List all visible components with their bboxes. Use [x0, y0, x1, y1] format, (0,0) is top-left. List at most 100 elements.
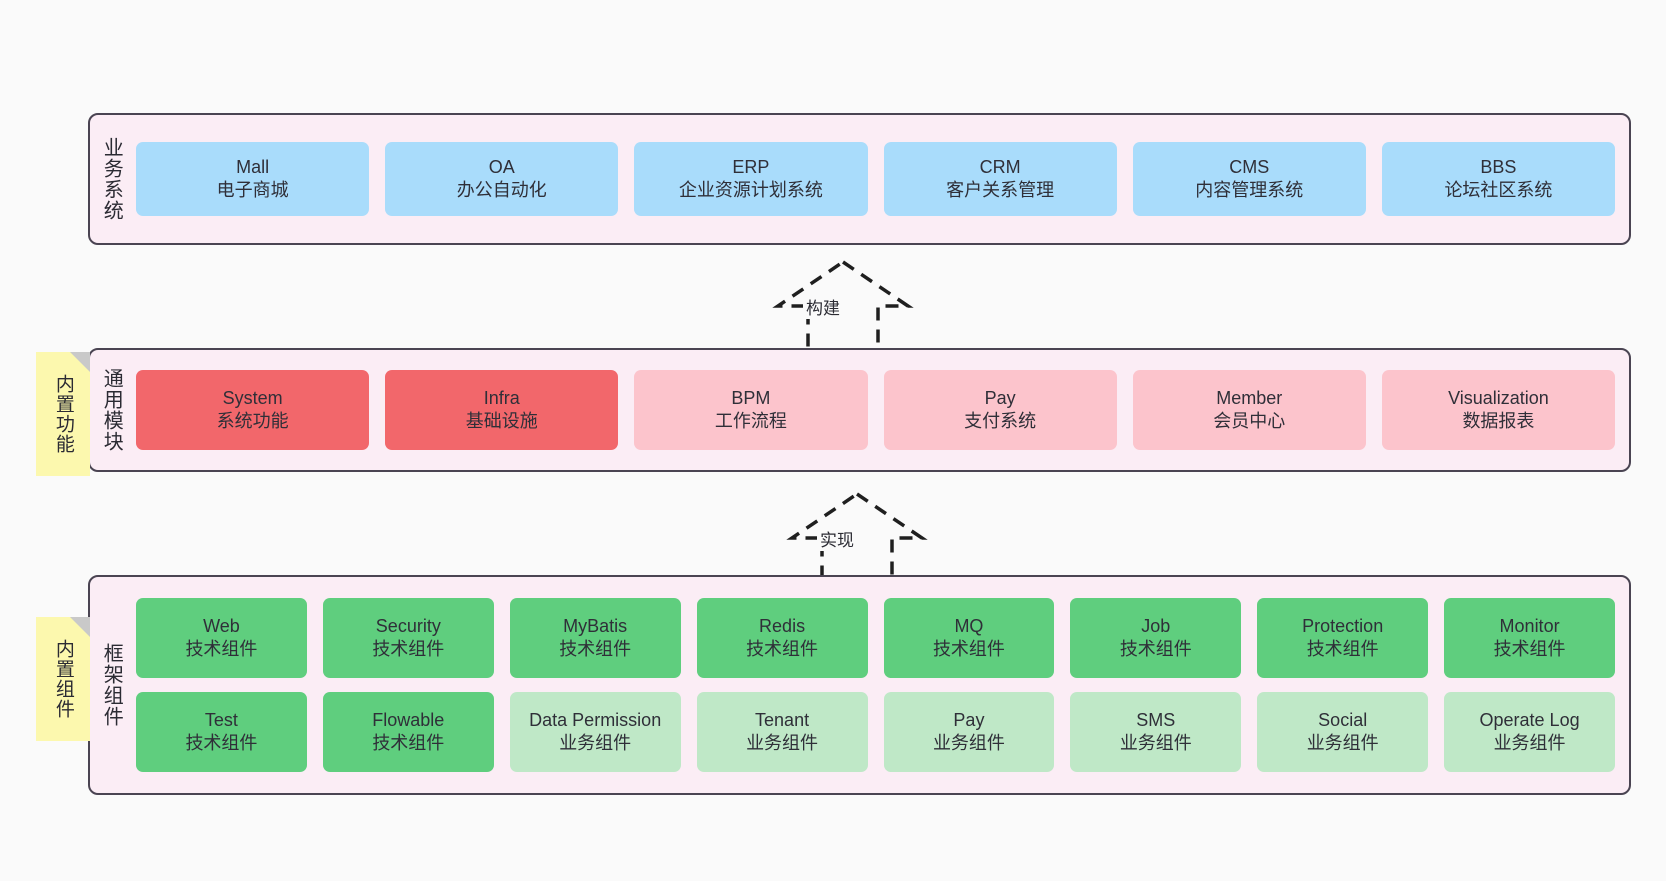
card-title: Web — [203, 615, 240, 636]
arrow-label-implement: 实现 — [817, 526, 857, 551]
card-social[interactable]: Social 业务组件 — [1257, 692, 1429, 772]
card-tenant[interactable]: Tenant 业务组件 — [696, 692, 868, 772]
card-cms[interactable]: CMS 内容管理系统 — [1132, 142, 1366, 216]
layer-title-common: 通用模块 — [100, 368, 123, 452]
card-title: Redis — [759, 615, 806, 636]
card-subtitle: 业务组件 — [1493, 733, 1566, 753]
card-data-permission[interactable]: Data Permission 业务组件 — [509, 692, 681, 772]
card-subtitle: 数据报表 — [1462, 411, 1535, 431]
card-subtitle: 内容管理系统 — [1195, 180, 1304, 200]
card-bbs[interactable]: BBS 论坛社区系统 — [1381, 142, 1616, 216]
layer-title-framework: 框架组件 — [100, 643, 123, 727]
layer-framework-component: 框架组件 Web 技术组件 Security 技术组件 MyBatis 技术组件… — [88, 575, 1631, 795]
card-mybatis[interactable]: MyBatis 技术组件 — [509, 598, 681, 678]
card-title: MyBatis — [563, 615, 628, 636]
card-subtitle: 系统功能 — [216, 411, 289, 431]
card-security[interactable]: Security 技术组件 — [322, 598, 494, 678]
card-title: Operate Log — [1479, 709, 1580, 730]
card-title: Test — [204, 709, 238, 730]
card-subtitle: 技术组件 — [185, 639, 258, 659]
card-web[interactable]: Web 技术组件 — [136, 598, 307, 678]
card-mq[interactable]: MQ 技术组件 — [883, 598, 1055, 678]
card-title: Pay — [953, 709, 985, 730]
card-title: Tenant — [755, 709, 810, 730]
card-title: CMS — [1229, 156, 1270, 177]
card-operate-log[interactable]: Operate Log 业务组件 — [1444, 692, 1615, 772]
card-sms[interactable]: SMS 业务组件 — [1070, 692, 1242, 772]
card-title: Protection — [1302, 615, 1384, 636]
card-title: Monitor — [1499, 615, 1560, 636]
card-monitor[interactable]: Monitor 技术组件 — [1444, 598, 1615, 678]
card-erp[interactable]: ERP 企业资源计划系统 — [634, 142, 868, 216]
card-system[interactable]: System 系统功能 — [136, 370, 370, 450]
card-subtitle: 论坛社区系统 — [1444, 180, 1553, 200]
note-builtin-function: 内置功能 — [36, 352, 90, 476]
generalization-arrow-implement: 实现 — [772, 490, 942, 592]
card-subtitle: 技术组件 — [185, 733, 258, 753]
card-mall[interactable]: Mall 电子商城 — [136, 142, 370, 216]
layer-business-system: 业务系统 Mall 电子商城 OA 办公自动化 ERP 企业资源计划系统 CRM… — [88, 113, 1631, 245]
card-redis[interactable]: Redis 技术组件 — [696, 598, 868, 678]
arrow-label-build: 构建 — [803, 294, 843, 319]
card-subtitle: 会员中心 — [1213, 411, 1286, 431]
layer-common-module: 通用模块 System 系统功能 Infra 基础设施 BPM 工作流程 Pay… — [88, 348, 1631, 472]
card-subtitle: 客户关系管理 — [946, 180, 1055, 200]
card-row: Web 技术组件 Security 技术组件 MyBatis 技术组件 Redi… — [136, 598, 1615, 678]
card-subtitle: 技术组件 — [746, 639, 819, 659]
card-title: BPM — [731, 387, 771, 408]
card-subtitle: 技术组件 — [932, 639, 1005, 659]
card-subtitle: 技术组件 — [372, 733, 445, 753]
layer-body-business: Mall 电子商城 OA 办公自动化 ERP 企业资源计划系统 CRM 客户关系… — [132, 115, 1629, 243]
card-row: Test 技术组件 Flowable 技术组件 Data Permission … — [136, 692, 1615, 772]
card-title: ERP — [732, 156, 770, 177]
card-title: Mall — [236, 156, 270, 177]
card-subtitle: 业务组件 — [746, 733, 819, 753]
card-title: Security — [375, 615, 441, 636]
card-crm[interactable]: CRM 客户关系管理 — [883, 142, 1117, 216]
card-pay[interactable]: Pay 支付系统 — [883, 370, 1117, 450]
card-title: Job — [1141, 615, 1171, 636]
card-subtitle: 电子商城 — [216, 180, 289, 200]
card-member[interactable]: Member 会员中心 — [1132, 370, 1366, 450]
card-subtitle: 业务组件 — [1306, 733, 1379, 753]
card-title: CRM — [979, 156, 1021, 177]
card-oa[interactable]: OA 办公自动化 — [385, 142, 619, 216]
card-protection[interactable]: Protection 技术组件 — [1257, 598, 1429, 678]
card-title: Member — [1216, 387, 1283, 408]
card-title: MQ — [954, 615, 984, 636]
card-infra[interactable]: Infra 基础设施 — [385, 370, 619, 450]
card-subtitle: 技术组件 — [559, 639, 632, 659]
card-title: Infra — [483, 387, 520, 408]
card-subtitle: 企业资源计划系统 — [678, 180, 823, 200]
card-flowable[interactable]: Flowable 技术组件 — [322, 692, 494, 772]
card-visualization[interactable]: Visualization 数据报表 — [1381, 370, 1616, 450]
card-job[interactable]: Job 技术组件 — [1070, 598, 1242, 678]
note-label: 内置组件 — [52, 639, 74, 719]
card-subtitle: 技术组件 — [1306, 639, 1379, 659]
card-title: SMS — [1136, 709, 1176, 730]
card-test[interactable]: Test 技术组件 — [136, 692, 307, 772]
page-fold-icon — [70, 352, 90, 372]
card-title: Visualization — [1448, 387, 1549, 408]
generalization-arrow-build: 构建 — [758, 258, 928, 360]
card-subtitle: 技术组件 — [1493, 639, 1566, 659]
card-row: System 系统功能 Infra 基础设施 BPM 工作流程 Pay 支付系统… — [136, 370, 1616, 450]
card-subtitle: 业务组件 — [559, 733, 632, 753]
card-subtitle: 办公自动化 — [456, 180, 547, 200]
layer-title-business: 业务系统 — [100, 137, 123, 221]
card-subtitle: 技术组件 — [372, 639, 445, 659]
arrow-outline — [772, 259, 914, 360]
page-fold-icon — [70, 617, 90, 637]
layer-body-common: System 系统功能 Infra 基础设施 BPM 工作流程 Pay 支付系统… — [132, 350, 1629, 470]
card-subtitle: 支付系统 — [964, 411, 1037, 431]
card-title: OA — [488, 156, 515, 177]
card-title: Flowable — [372, 709, 445, 730]
card-subtitle: 工作流程 — [714, 411, 787, 431]
card-title: Data Permission — [529, 709, 662, 730]
note-label: 内置功能 — [52, 374, 74, 454]
card-bpm[interactable]: BPM 工作流程 — [634, 370, 868, 450]
card-pay-business[interactable]: Pay 业务组件 — [883, 692, 1055, 772]
card-subtitle: 业务组件 — [932, 733, 1005, 753]
card-title: BBS — [1480, 156, 1517, 177]
card-row: Mall 电子商城 OA 办公自动化 ERP 企业资源计划系统 CRM 客户关系… — [136, 142, 1616, 216]
